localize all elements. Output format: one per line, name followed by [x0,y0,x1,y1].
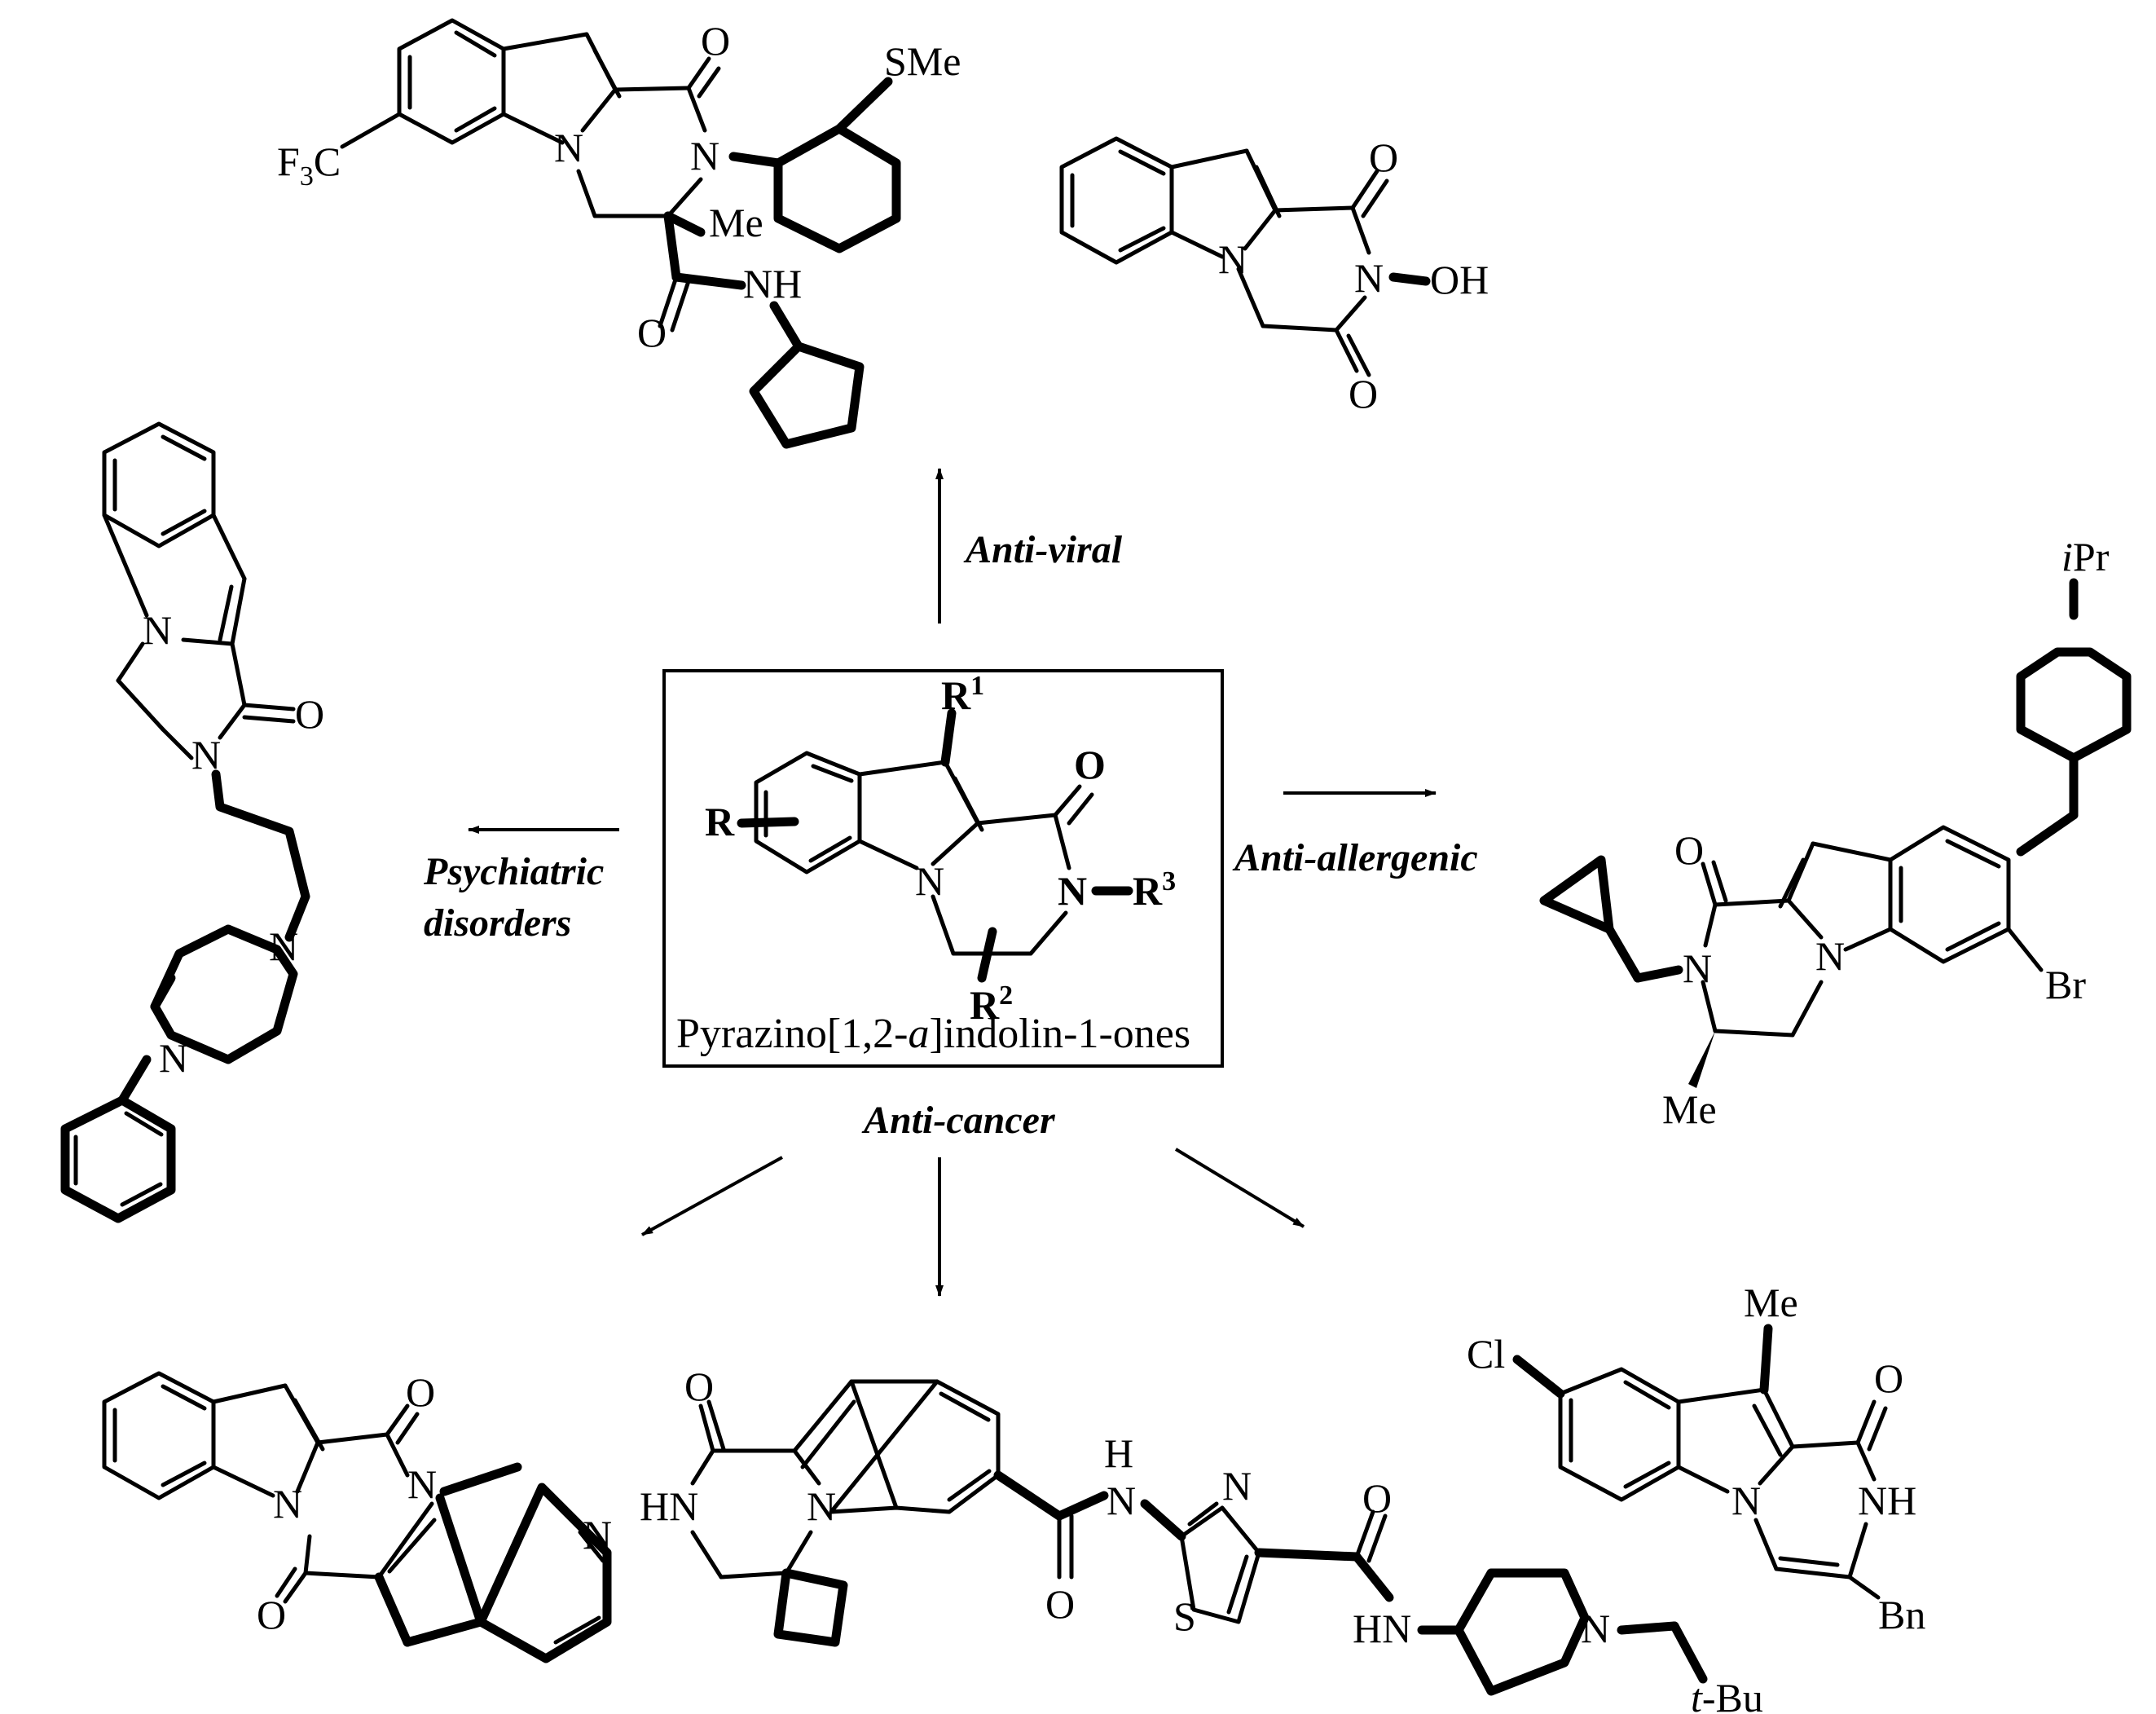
anticancer-compound-3: Me Cl O N NH Bn [1467,1280,1925,1637]
core-scaffold: R R1 O N N R3 R2 Pyrazino[1,2-a]indolin-… [662,669,1224,1068]
label-antiviral: Anti-viral [963,528,1123,571]
av1-o-amide: O [637,310,667,355]
label-antiallergenic: Anti-allergenic [1232,836,1478,879]
aa-o: O [1674,827,1704,873]
ac2-o-amide-2: O [1362,1475,1392,1521]
av1-nh: NH [743,261,802,306]
ac2-hn-2: HN [1353,1606,1411,1651]
ac2-h: H [1104,1430,1133,1476]
ac1-n-pyridine: N [583,1512,612,1558]
av2-n-indole: N [1218,236,1247,282]
label-psychiatric-1: Psychiatric [423,850,604,893]
activity-arrows: Anti-viral Psychiatric disorders Anti-al… [423,468,1478,1297]
av2-o-top: O [1369,134,1398,180]
aa-ipr: iPr [2061,534,2110,579]
core-n-amide: N [1058,868,1087,914]
core-r2: R2 [970,980,1013,1028]
core-r1: R1 [941,671,984,718]
av1-n-amide: N [690,133,719,178]
ac3-cl: Cl [1467,1331,1505,1377]
anticancer-compound-1: O N N O N [102,1369,612,1663]
av2-o-bottom: O [1349,371,1378,416]
anticancer-compound-2: O HN N O H N N S O HN N t-Bu [640,1364,1763,1714]
ac2-n-indole: N [807,1483,836,1529]
av2-n-amide: N [1354,255,1384,301]
ac1-n-1: N [273,1481,302,1527]
antiviral-compound-1: O N N F3C Me NH O SMe [277,18,961,449]
psy-n-piperazine-1: N [269,923,298,969]
ac3-bn: Bn [1878,1592,1925,1637]
aa-br: Br [2045,962,2086,1007]
label-anticancer: Anti-cancer [861,1099,1056,1142]
ac3-n-indole: N [1731,1478,1761,1523]
core-r: R [705,799,735,844]
psy-o: O [295,691,324,737]
ac3-o: O [1874,1355,1903,1401]
ac2-n-piperidine: N [1581,1606,1610,1651]
av2-oh: OH [1430,257,1489,302]
ac1-o-bottom: O [257,1592,286,1637]
ac2-tbu: t-Bu [1691,1675,1763,1714]
psy-n-indole: N [143,607,172,653]
ac2-n-amide: N [1107,1478,1136,1523]
av1-n-indole: N [554,125,583,170]
core-r3: R3 [1133,866,1176,914]
ac3-me: Me [1744,1280,1798,1325]
label-psychiatric-2: disorders [424,901,571,945]
psychiatric-compound: N O N N N [60,421,324,1223]
aa-n-amide: N [1683,945,1712,991]
arrow-anticancer-left [641,1156,783,1236]
ac3-nh: NH [1858,1478,1916,1523]
ac2-o-amide: O [1045,1581,1075,1627]
arrow-anticancer-right [1174,1148,1305,1228]
ac1-o-top: O [406,1369,435,1415]
ac2-s-thiazole: S [1173,1593,1196,1639]
ac1-n-2: N [407,1461,437,1507]
core-n-indole: N [915,858,944,904]
psy-n-amide: N [191,732,221,778]
ac2-n-thiazole: N [1222,1463,1252,1509]
av1-sme: SMe [884,38,961,84]
aa-n-indole: N [1815,933,1845,979]
ac2-o-lactam: O [684,1364,714,1409]
av1-f3c: F3C [277,139,341,192]
av1-o-top: O [701,18,730,64]
ac2-hn: HN [640,1483,698,1529]
core-o: O [1074,742,1106,787]
aa-me: Me [1662,1086,1717,1132]
core-caption: Pyrazino[1,2-a]indolin-1-ones [676,1011,1190,1057]
psy-n-piperazine-2: N [159,1035,188,1081]
antiviral-compound-2: O N N OH O [1059,134,1489,416]
core-box [662,669,1224,1068]
av1-me: Me [709,200,763,245]
antiallergenic-compound: iPr O N N Br Me [1539,534,2132,1132]
